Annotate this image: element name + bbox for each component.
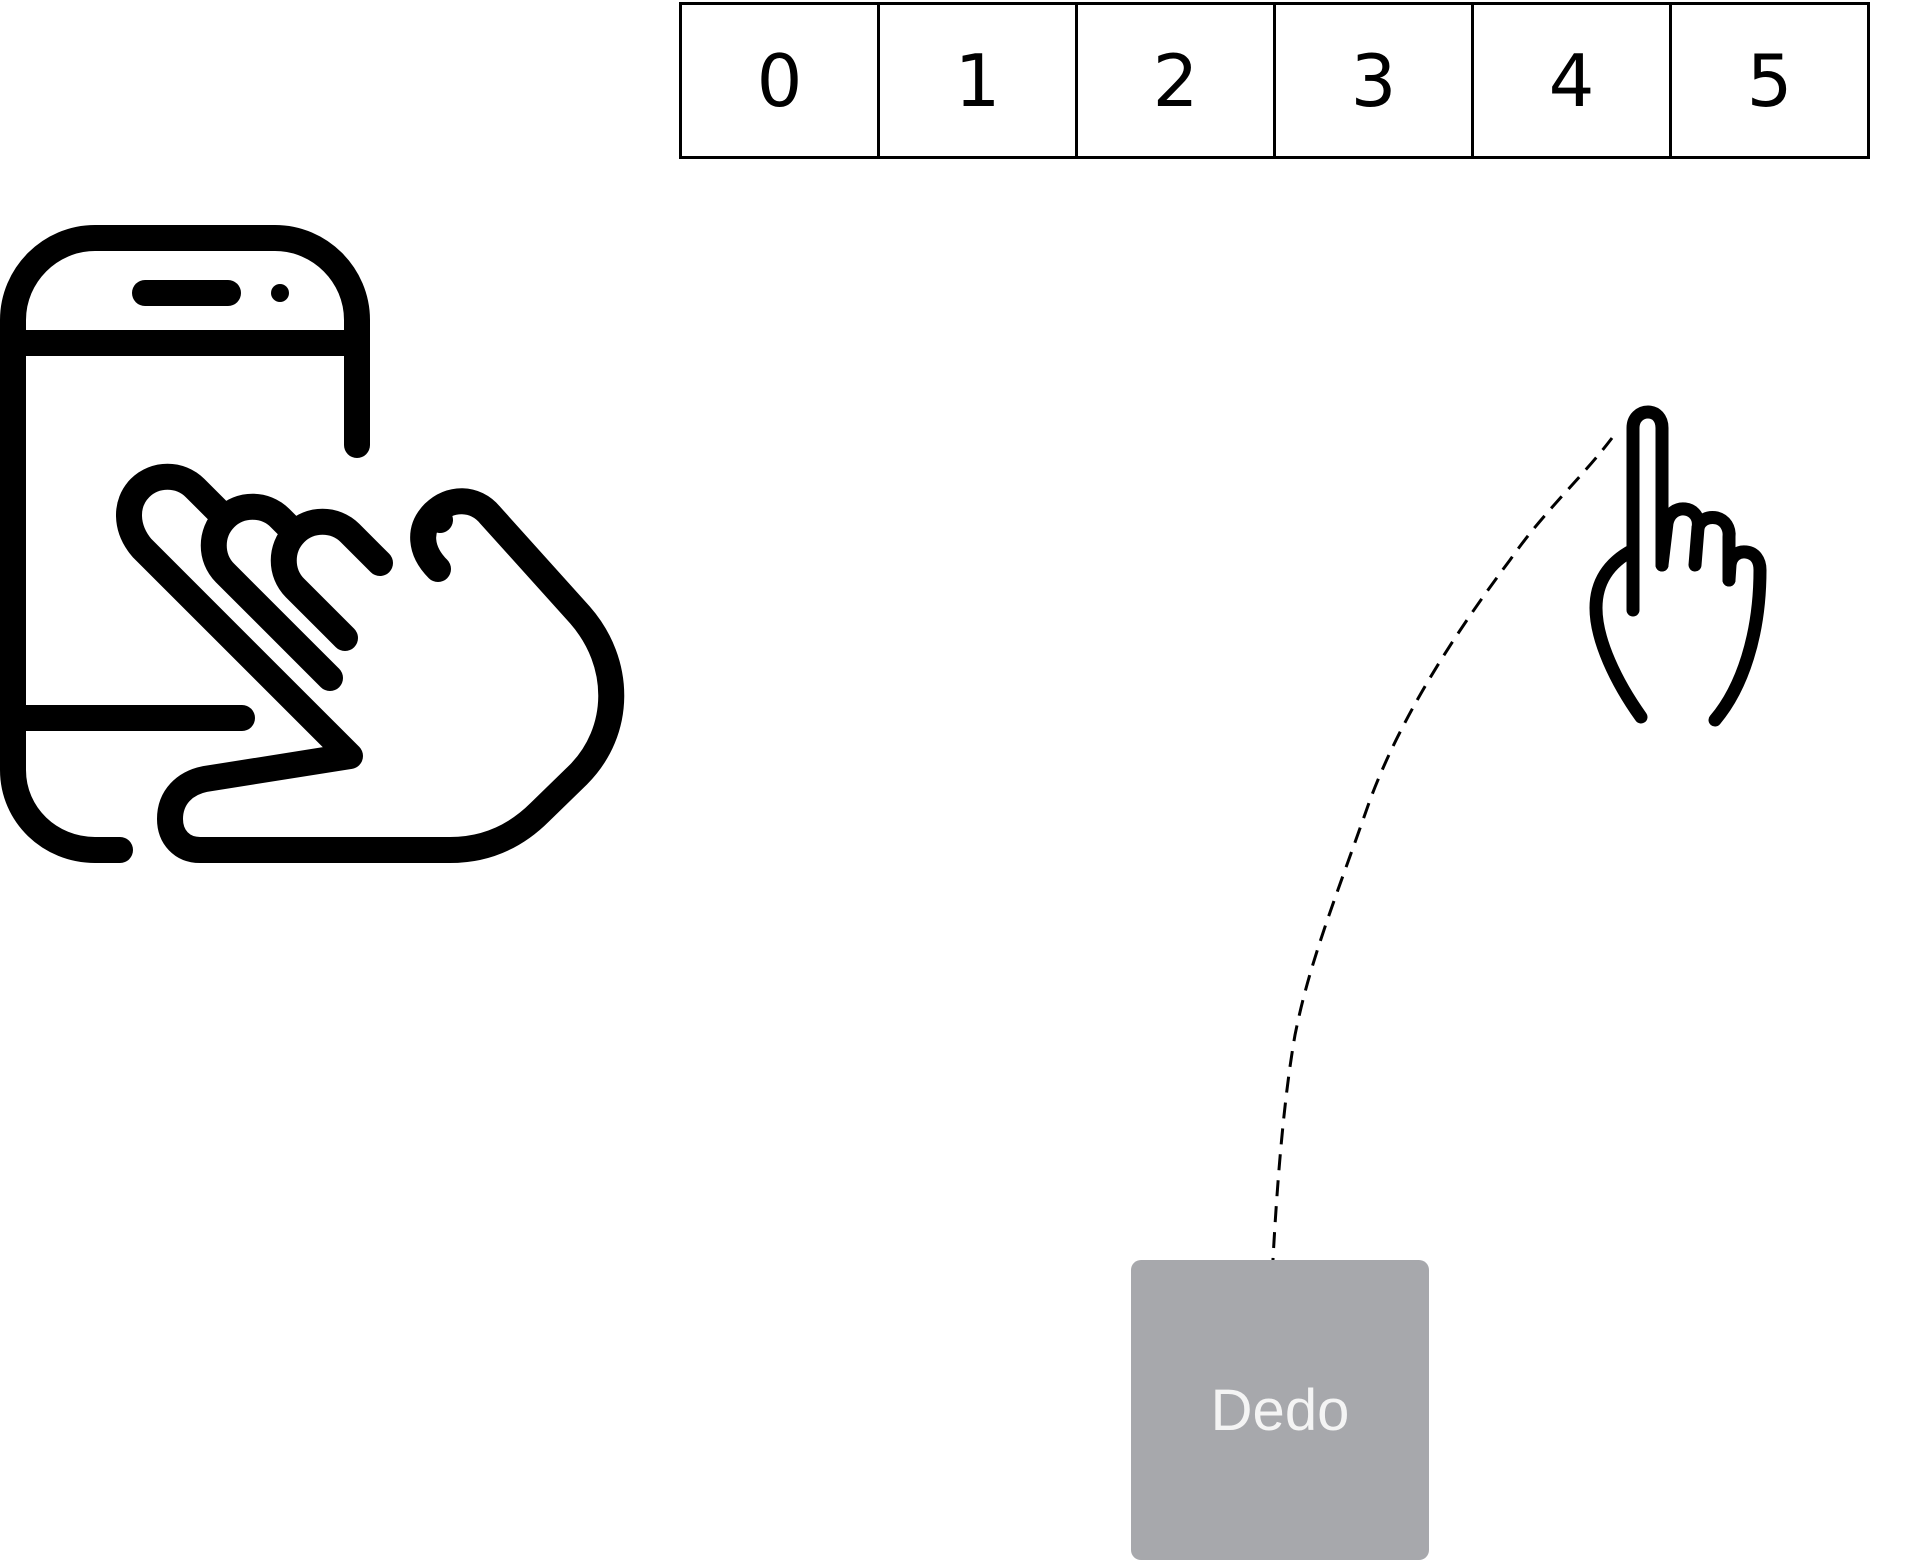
phone-touch-icon [0, 225, 625, 863]
number-cell-4[interactable]: 4 [1471, 5, 1669, 156]
dedo-draggable-button[interactable]: Dedo [1131, 1260, 1429, 1560]
pointing-finger-icon [1589, 405, 1767, 727]
number-cell-0[interactable]: 0 [756, 38, 803, 123]
dedo-label: Dedo [1210, 1377, 1350, 1443]
number-strip: 0 1 2 3 4 5 [679, 2, 1870, 159]
number-cell-1[interactable]: 1 [877, 5, 1075, 156]
number-cell-3[interactable]: 3 [1273, 5, 1471, 156]
number-cell-2[interactable]: 2 [1075, 5, 1273, 156]
number-cell-5[interactable]: 5 [1669, 5, 1867, 156]
